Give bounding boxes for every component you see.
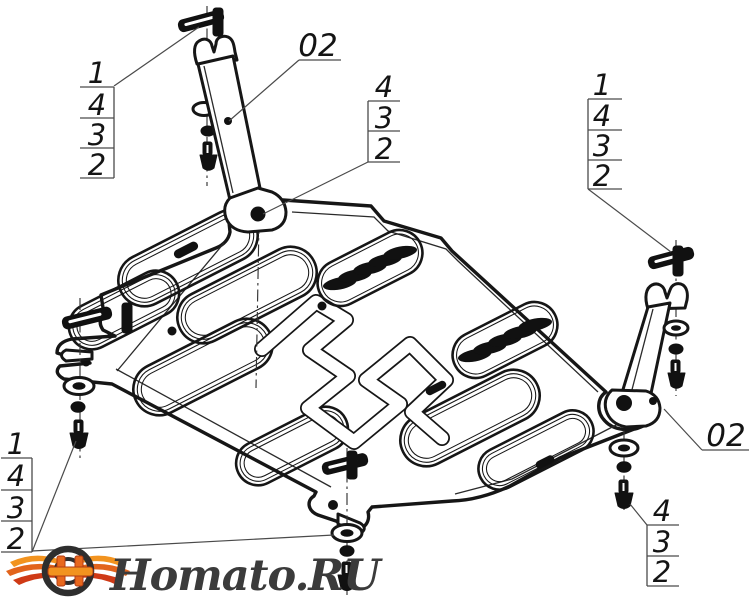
flange-upper-line: [115, 368, 332, 488]
part-label-bracket-top: 02: [298, 28, 341, 64]
front-bracket: [191, 34, 288, 234]
callout-number: 2: [88, 148, 106, 182]
left-tab-slot: [60, 348, 94, 363]
part-label-text: 02: [706, 418, 745, 454]
front-bracket-hole: [250, 206, 266, 222]
callout-number: 1: [7, 427, 25, 461]
plate-holes: [81, 241, 555, 510]
callout-number: 4: [375, 70, 393, 104]
callout-number: 2: [375, 132, 393, 166]
callout-number: 4: [88, 88, 106, 122]
callout-stack-bottom-left: 1 4 3 2: [1, 427, 33, 556]
bolt-top: [177, 7, 225, 37]
rear-bracket-foot: [603, 388, 662, 429]
front-bracket-leader-dot: [224, 117, 232, 125]
skid-plate: [55, 198, 654, 535]
callout-stack-right: 1 4 3 2: [587, 68, 622, 193]
logo-h-icon: [47, 555, 94, 587]
bolt-bottom-center: [321, 450, 369, 480]
bolt-left: [61, 302, 133, 334]
rear-bracket-bolt-small: [667, 359, 686, 389]
callout-number: 2: [593, 159, 611, 193]
rear-bracket: [603, 282, 690, 429]
logo-emblem: [6, 545, 130, 597]
vent-slot-upper: [316, 228, 424, 308]
bolt-right-top: [647, 245, 695, 277]
rear-bracket-fork: [644, 282, 689, 311]
callout-number: 3: [593, 129, 611, 163]
logo: Homato.RU: [6, 545, 384, 600]
callout-number: 1: [88, 56, 106, 90]
callout-number: 4: [653, 494, 671, 528]
callout-stack-bottom-right: 4 3 2: [646, 494, 679, 589]
bolt: [69, 419, 89, 449]
fastener-chain-left: [62, 376, 96, 449]
callout-number: 2: [653, 555, 671, 589]
callout-number: 1: [593, 68, 611, 102]
rear-bracket-nut: [668, 343, 684, 355]
fold-line-left: [116, 242, 225, 372]
leader-lines: [31, 26, 703, 553]
callout-number: 3: [653, 525, 671, 559]
rear-bracket-hole: [616, 395, 632, 411]
bolt: [337, 561, 357, 591]
callout-stack-top-middle: 4 3 2: [367, 70, 400, 166]
callout-number: 3: [88, 118, 106, 152]
rib-oval: [132, 317, 274, 417]
fastener-chain-bottom-center: [330, 523, 364, 591]
callout-number: 2: [7, 522, 25, 556]
rib-oval: [399, 368, 541, 468]
part-label-bracket-bottom: 02: [702, 418, 749, 454]
nut: [339, 545, 355, 557]
rear-bracket-leader-dot: [649, 397, 657, 405]
callout-number: 4: [7, 459, 25, 493]
nut: [616, 461, 632, 473]
logo-text: Homato.RU: [108, 551, 383, 600]
fastener-chain-right: [608, 438, 640, 509]
callout-stack-top-left: 1 4 3 2: [80, 56, 115, 182]
part-label-text: 02: [298, 28, 337, 64]
vent-slot-lower: [451, 300, 559, 380]
callout-number: 4: [593, 99, 611, 133]
fold-line-bottom-right: [454, 422, 621, 495]
callout-number: 3: [7, 491, 25, 525]
nut: [70, 401, 86, 413]
callout-number: 3: [375, 101, 393, 135]
front-bracket-bolt-small: [199, 141, 218, 171]
bolt: [614, 479, 634, 509]
serpentine-rib: [254, 294, 454, 450]
